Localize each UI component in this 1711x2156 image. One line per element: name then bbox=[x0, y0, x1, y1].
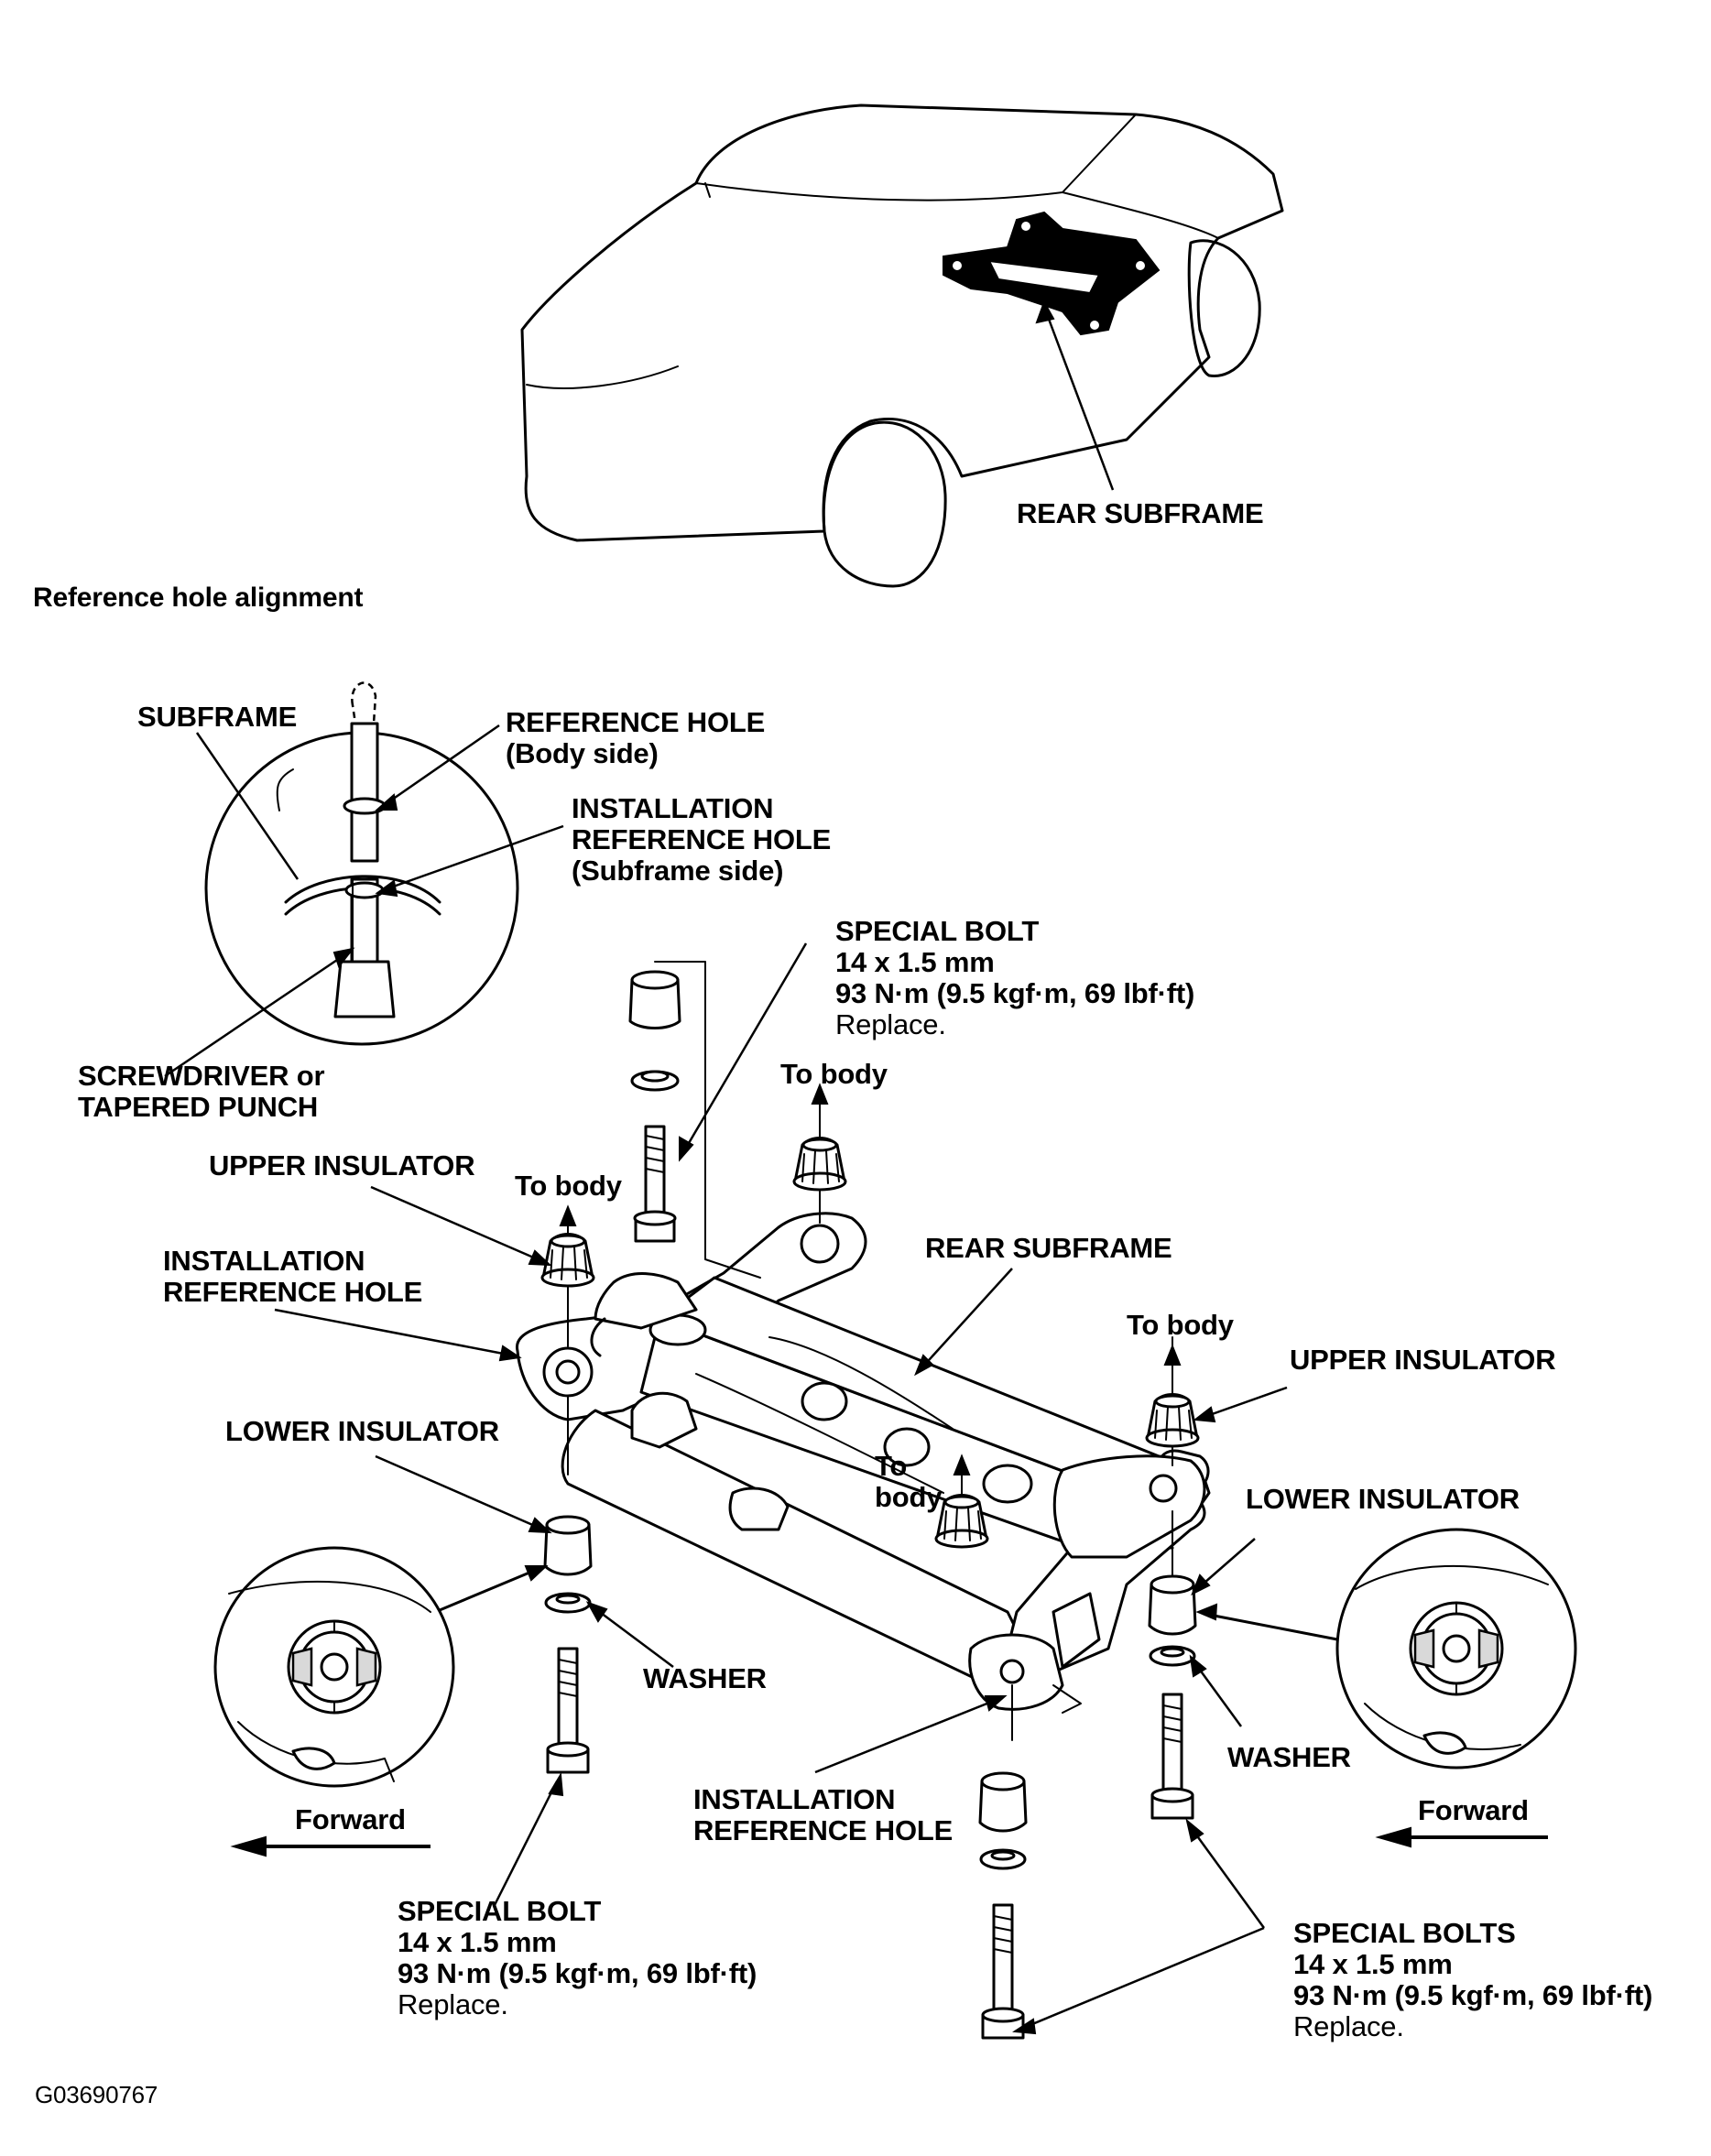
label-washer-left: WASHER bbox=[643, 1662, 767, 1694]
upper-insulator-center bbox=[934, 1494, 989, 1549]
label-upper-insulator-right: UPPER INSULATOR bbox=[1290, 1344, 1556, 1376]
rear-subframe-assembly bbox=[515, 1212, 1211, 1714]
section-title: Reference hole alignment bbox=[33, 583, 364, 613]
label-special-bolts-right: SPECIAL BOLTS 14 x 1.5 mm 93 N·m (9.5 kg… bbox=[1293, 1917, 1653, 2042]
leader-special-bolt-bottom bbox=[493, 1780, 559, 1906]
label-rear-subframe-mid: REAR SUBFRAME bbox=[925, 1232, 1172, 1264]
label-to-body-2: To body bbox=[515, 1170, 622, 1202]
label-forward-left: Forward bbox=[295, 1803, 406, 1835]
label-rear-subframe-top: REAR SUBFRAME bbox=[1017, 497, 1264, 529]
detail-circle-reference-hole bbox=[204, 681, 519, 1046]
label-leaders bbox=[274, 1185, 1288, 1774]
forward-arrow-left bbox=[230, 1835, 430, 1857]
label-screwdriver: SCREWDRIVER or TAPERED PUNCH bbox=[78, 1060, 325, 1123]
leader-special-bolts-right bbox=[1020, 1826, 1266, 2031]
leader-reference-hole bbox=[382, 724, 500, 808]
bolt-stack-left bbox=[543, 1515, 593, 1774]
leader-subframe bbox=[195, 732, 300, 880]
label-to-body-3: To body bbox=[1127, 1309, 1234, 1341]
bolt-stack-right bbox=[1148, 1574, 1197, 1820]
label-subframe: SUBFRAME bbox=[137, 701, 298, 733]
label-installation-reference-hole-bottom: INSTALLATION REFERENCE HOLE bbox=[693, 1783, 954, 1846]
label-lower-insulator-right: LOWER INSULATOR bbox=[1246, 1483, 1520, 1515]
label-to-body-4: To body bbox=[875, 1450, 943, 1513]
label-special-bolt-top: SPECIAL BOLT 14 x 1.5 mm 93 N·m (9.5 kgf… bbox=[835, 915, 1195, 1040]
label-to-body-1: To body bbox=[780, 1058, 888, 1090]
label-lower-insulator-left: LOWER INSULATOR bbox=[225, 1415, 499, 1447]
leader-rear-subframe-top bbox=[1042, 306, 1115, 491]
label-upper-insulator-left: UPPER INSULATOR bbox=[209, 1149, 475, 1181]
leader-screwdriver bbox=[164, 951, 349, 1078]
label-installation-reference-hole-detail: INSTALLATION REFERENCE HOLE (Subframe si… bbox=[572, 792, 832, 887]
label-special-bolt-bottom: SPECIAL BOLT 14 x 1.5 mm 93 N·m (9.5 kgf… bbox=[398, 1895, 757, 2020]
upper-insulator-top-right bbox=[792, 1137, 847, 1192]
label-installation-reference-hole-left: INSTALLATION REFERENCE HOLE bbox=[163, 1245, 423, 1308]
label-washer-right: WASHER bbox=[1227, 1741, 1351, 1773]
label-reference-hole: REFERENCE HOLE (Body side) bbox=[506, 706, 766, 769]
leader-special-bolt-top bbox=[681, 942, 808, 1155]
vehicle-outline bbox=[520, 103, 1284, 588]
detail-circle-right-bushing bbox=[1335, 1528, 1577, 1769]
leader-installation-ref-hole-detail bbox=[382, 824, 564, 892]
bolt-stack-center bbox=[978, 1771, 1028, 2040]
upper-insulator-left bbox=[540, 1233, 595, 1288]
car-subframe-highlight bbox=[943, 211, 1161, 336]
upper-insulator-right bbox=[1145, 1393, 1200, 1448]
leader-detail-right bbox=[1203, 1612, 1339, 1641]
forward-arrow-right bbox=[1375, 1826, 1548, 1848]
detail-circle-left-bushing bbox=[213, 1546, 455, 1788]
bolt-stack-top bbox=[628, 970, 681, 1243]
label-forward-right: Forward bbox=[1418, 1794, 1529, 1826]
figure-id: G03690767 bbox=[35, 2081, 158, 2108]
leader-detail-left bbox=[438, 1566, 542, 1612]
